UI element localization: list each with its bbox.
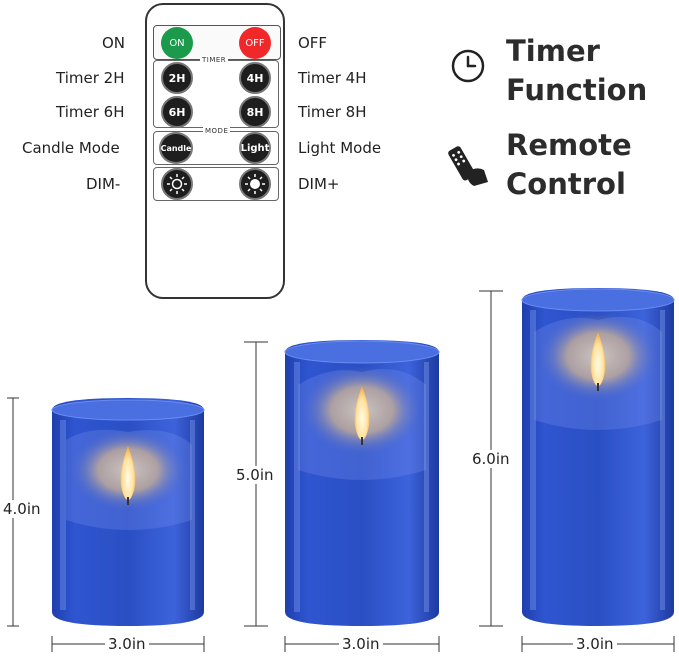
candle-medium-height: 5.0in <box>233 466 277 484</box>
candle-mode-label: Candle Mode <box>22 139 120 157</box>
timer-2h-label: Timer 2H <box>56 69 125 87</box>
remote-feature-line1: Remote <box>506 128 632 162</box>
light-mode-label: Light Mode <box>298 139 382 157</box>
dim-section <box>153 167 279 201</box>
sun-filled-icon <box>245 174 265 194</box>
candle-mode-button[interactable]: Candle <box>159 132 193 164</box>
mode-section-title: MODE <box>203 127 231 135</box>
dim-minus-button[interactable] <box>161 168 193 200</box>
light-mode-button[interactable]: Light <box>239 132 271 164</box>
candle-medium-width: 3.0in <box>339 635 383 653</box>
timer-6h-label: Timer 6H <box>56 103 125 121</box>
candle-small-height: 4.0in <box>0 500 44 518</box>
dim-minus-label: DIM- <box>86 175 121 193</box>
on-button[interactable]: ON <box>161 27 193 59</box>
candle-medium <box>284 340 440 626</box>
timer-6h-button[interactable]: 6H <box>161 96 193 128</box>
dim-plus-button[interactable] <box>239 168 271 200</box>
timer-feature-line1: Timer <box>506 34 600 68</box>
candle-large <box>521 288 675 626</box>
timer-8h-label: Timer 8H <box>298 103 367 121</box>
off-button[interactable]: OFF <box>239 27 271 59</box>
on-label: ON <box>102 34 126 52</box>
clock-icon <box>450 48 486 88</box>
off-label: OFF <box>298 34 328 52</box>
candle-large-width: 3.0in <box>573 635 617 653</box>
candle-large-height: 6.0in <box>469 450 513 468</box>
timer-8h-button[interactable]: 8H <box>239 96 271 128</box>
remote-hand-icon <box>446 142 490 192</box>
candle-small <box>51 398 205 626</box>
timer-feature-line2: Function <box>506 73 648 107</box>
timer-4h-label: Timer 4H <box>298 69 367 87</box>
timer-section-title: TIMER <box>200 56 229 64</box>
timer-2h-button[interactable]: 2H <box>161 62 193 94</box>
sun-outline-icon <box>167 174 187 194</box>
timer-4h-button[interactable]: 4H <box>239 62 271 94</box>
dim-plus-label: DIM+ <box>298 175 340 193</box>
remote-feature-line2: Control <box>506 167 626 201</box>
candle-small-width: 3.0in <box>105 635 149 653</box>
